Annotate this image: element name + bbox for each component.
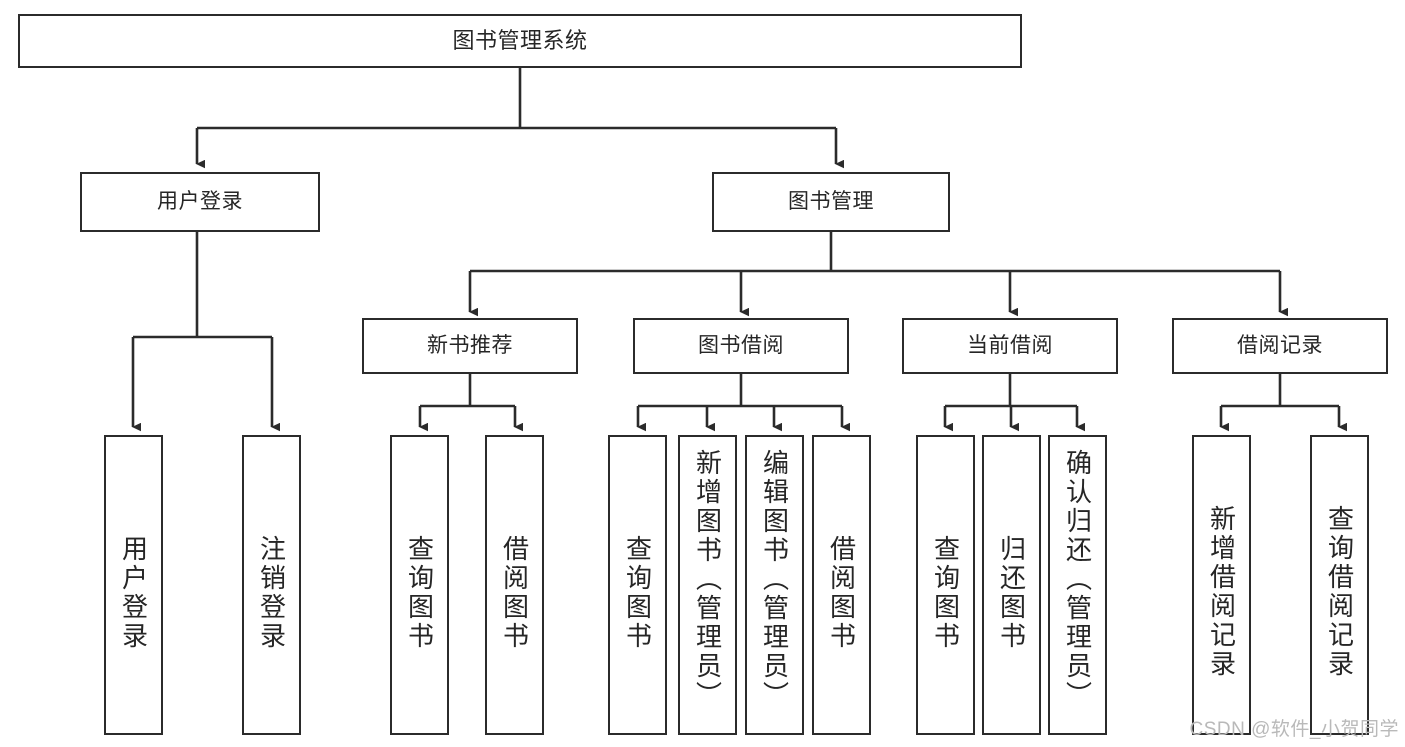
node-label: 图书管理: [788, 189, 874, 213]
node-leaf-query-borrow-record[interactable]: 查询借阅记录: [1310, 435, 1369, 735]
node-label: 图书管理系统: [452, 28, 588, 54]
node-label: 借阅图书: [499, 535, 530, 651]
node-label: 确认归还（管理员）: [1062, 449, 1093, 710]
node-borrow-record[interactable]: 借阅记录: [1172, 318, 1388, 374]
node-label: 编辑图书（管理员）: [759, 449, 790, 710]
node-label: 查询图书: [404, 535, 435, 651]
node-leaf-query-book-recommend[interactable]: 查询图书: [390, 435, 449, 735]
node-label: 新增借阅记录: [1206, 505, 1237, 679]
node-label: 查询图书: [930, 535, 961, 651]
node-leaf-confirm-return-admin[interactable]: 确认归还（管理员）: [1048, 435, 1107, 735]
node-leaf-borrow-book[interactable]: 借阅图书: [812, 435, 871, 735]
node-leaf-user-login[interactable]: 用户登录: [104, 435, 163, 735]
node-label: 当前借阅: [967, 333, 1053, 357]
node-leaf-return-book[interactable]: 归还图书: [982, 435, 1041, 735]
node-user-login[interactable]: 用户登录: [80, 172, 320, 232]
node-root-library-system[interactable]: 图书管理系统: [18, 14, 1022, 68]
node-book-management[interactable]: 图书管理: [712, 172, 950, 232]
node-label: 借阅图书: [826, 535, 857, 651]
node-label: 图书借阅: [698, 333, 784, 357]
node-leaf-logout[interactable]: 注销登录: [242, 435, 301, 735]
node-label: 查询图书: [622, 535, 653, 651]
node-leaf-query-book-borrow[interactable]: 查询图书: [608, 435, 667, 735]
node-leaf-borrow-book-recommend[interactable]: 借阅图书: [485, 435, 544, 735]
node-book-borrow[interactable]: 图书借阅: [633, 318, 849, 374]
node-current-borrow[interactable]: 当前借阅: [902, 318, 1118, 374]
node-leaf-add-borrow-record[interactable]: 新增借阅记录: [1192, 435, 1251, 735]
node-label: 查询借阅记录: [1324, 505, 1355, 679]
node-label: 用户登录: [157, 189, 243, 213]
node-leaf-edit-book-admin[interactable]: 编辑图书（管理员）: [745, 435, 804, 735]
node-leaf-add-book-admin[interactable]: 新增图书（管理员）: [678, 435, 737, 735]
node-leaf-query-book-current[interactable]: 查询图书: [916, 435, 975, 735]
node-new-book-recommend[interactable]: 新书推荐: [362, 318, 578, 374]
node-label: 注销登录: [256, 535, 287, 651]
node-label: 新增图书（管理员）: [692, 449, 723, 710]
node-label: 用户登录: [118, 535, 149, 651]
node-label: 借阅记录: [1237, 333, 1323, 357]
watermark-text: CSDN @软件_小贺同学: [1189, 719, 1399, 740]
node-label: 归还图书: [996, 535, 1027, 651]
node-label: 新书推荐: [427, 333, 513, 357]
